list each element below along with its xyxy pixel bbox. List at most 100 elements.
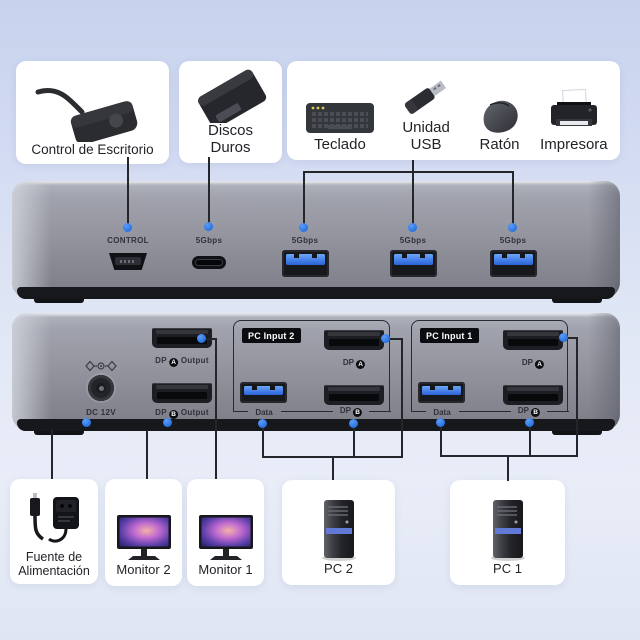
- card-pc-2: PC 2: [282, 480, 395, 585]
- connector-line: [512, 171, 514, 224]
- displayport-a-port: [324, 330, 384, 350]
- kvm-switch-back: DC 12V DP A Output DP B Output PC Input …: [12, 313, 620, 435]
- power-label-line2: Alimentación: [18, 564, 90, 578]
- peripheral-label: Teclado: [314, 136, 366, 154]
- pc-input-1-title: PC Input 1: [420, 328, 479, 343]
- connector-line: [353, 424, 355, 457]
- connection-dot: [82, 418, 91, 427]
- power-label-line1: Fuente de: [25, 550, 83, 564]
- usb-a-port: [282, 250, 329, 277]
- displayport-b-port: [324, 385, 384, 405]
- card-label: PC 1: [493, 561, 522, 577]
- card-label: Discos Duros: [208, 123, 253, 157]
- dp-label-pre: DP: [339, 406, 351, 415]
- connection-dot: [163, 418, 172, 427]
- printer-icon: [546, 81, 602, 135]
- circled-letter: A: [535, 360, 545, 369]
- connector-line: [127, 157, 129, 225]
- power-adapter-icon: [21, 492, 87, 550]
- connector-line: [564, 337, 578, 339]
- peripheral-label: Ratón: [479, 136, 520, 154]
- connection-dot: [204, 222, 213, 231]
- displayport-a-output-port: [152, 328, 212, 348]
- circled-letter: B: [353, 408, 363, 417]
- port-label-dc: DC 12V: [86, 408, 116, 417]
- card-monitor-2: Monitor 2: [105, 479, 182, 586]
- monitor-icon: [114, 501, 174, 563]
- connector-line: [412, 171, 414, 224]
- connection-dot: [436, 418, 445, 427]
- connection-dot: [381, 334, 390, 343]
- connection-dot: [408, 223, 417, 232]
- port-label-control: CONTROL: [107, 236, 149, 245]
- connector-line: [440, 423, 442, 456]
- circled-letter: A: [169, 358, 179, 367]
- dp-label-pre: DP: [517, 406, 529, 415]
- card-peripherals: Teclado Unidad USB: [287, 61, 620, 160]
- mini-usb-port: [109, 253, 147, 270]
- connector-line: [202, 338, 217, 340]
- group-border-segment: [412, 410, 426, 412]
- peripheral-usb-drive: Unidad USB: [387, 70, 465, 154]
- connector-line: [304, 171, 514, 173]
- port-label-dp-b: DP B: [339, 406, 363, 417]
- port-label-usb-a3: 5Gbps: [499, 236, 527, 245]
- peripheral-label: Impresora: [540, 136, 608, 154]
- port-label-usb-a1: 5Gbps: [291, 236, 319, 245]
- connector-line: [412, 160, 414, 172]
- circled-letter: B: [169, 410, 179, 419]
- port-label-data: Data: [255, 408, 273, 417]
- group-border-segment: [369, 410, 391, 412]
- card-monitor-1: Monitor 1: [187, 479, 264, 586]
- connector-line: [215, 338, 217, 479]
- displayport-b-port: [503, 385, 563, 405]
- hdd-label-line1: Discos: [207, 122, 253, 140]
- dc-power-jack: [88, 375, 114, 401]
- monitor-icon: [196, 501, 256, 563]
- connection-dot: [349, 419, 358, 428]
- dp-label-pre: DP: [155, 408, 167, 417]
- card-label: Monitor 2: [116, 562, 171, 578]
- port-label-usb-a2: 5Gbps: [399, 236, 427, 245]
- group-border-segment: [281, 410, 333, 412]
- connection-dot: [508, 223, 517, 232]
- circled-letter: A: [356, 360, 366, 369]
- remote-control-icon: [32, 80, 154, 142]
- dp-label-pre: DP: [342, 358, 354, 367]
- connector-line: [401, 338, 403, 457]
- dp-label-post: Output: [180, 408, 209, 417]
- port-label-dp-b: DP B: [517, 406, 541, 417]
- dp-label-pre: DP: [521, 358, 533, 367]
- port-label-dp-b-output: DP B Output: [155, 408, 209, 419]
- pc-input-2-title: PC Input 2: [242, 328, 301, 343]
- usb-drive-line1: Unidad: [402, 119, 450, 137]
- group-border-segment: [234, 410, 248, 412]
- kvm-switch-front: CONTROL 5Gbps 5Gbps 5Gbps 5Gbps: [12, 181, 620, 303]
- dp-label-pre: DP: [155, 356, 167, 365]
- group-border-segment: [547, 410, 569, 412]
- connector-line: [146, 430, 148, 479]
- connector-line: [576, 337, 578, 456]
- connection-dot: [559, 333, 568, 342]
- connection-dot: [197, 334, 206, 343]
- connector-line: [208, 157, 210, 224]
- connector-line: [332, 456, 334, 480]
- card-label: PC 2: [324, 561, 353, 577]
- hdd-label-line2: Duros: [210, 139, 251, 157]
- peripheral-mouse: Ratón: [465, 83, 534, 154]
- displayport-a-port: [503, 330, 563, 350]
- pc-input-2-group: PC Input 2 DP A Data DP B: [233, 320, 391, 417]
- connection-dot: [525, 418, 534, 427]
- card-desktop-controller: Control de Escritorio: [16, 61, 169, 164]
- usb-b-data-port: [418, 382, 465, 403]
- keyboard-icon: [304, 81, 376, 135]
- port-label-dp-a: DP A: [342, 358, 366, 369]
- port-label-data: Data: [433, 408, 451, 417]
- usb-a-port: [390, 250, 437, 277]
- pc-input-1-group: PC Input 1 DP A Data DP B: [411, 320, 569, 417]
- peripheral-printer: Impresora: [534, 81, 614, 154]
- port-label-dp-a: DP A: [521, 358, 545, 369]
- card-label: Control de Escritorio: [31, 141, 154, 157]
- connector-line: [262, 424, 264, 457]
- connection-dot: [299, 223, 308, 232]
